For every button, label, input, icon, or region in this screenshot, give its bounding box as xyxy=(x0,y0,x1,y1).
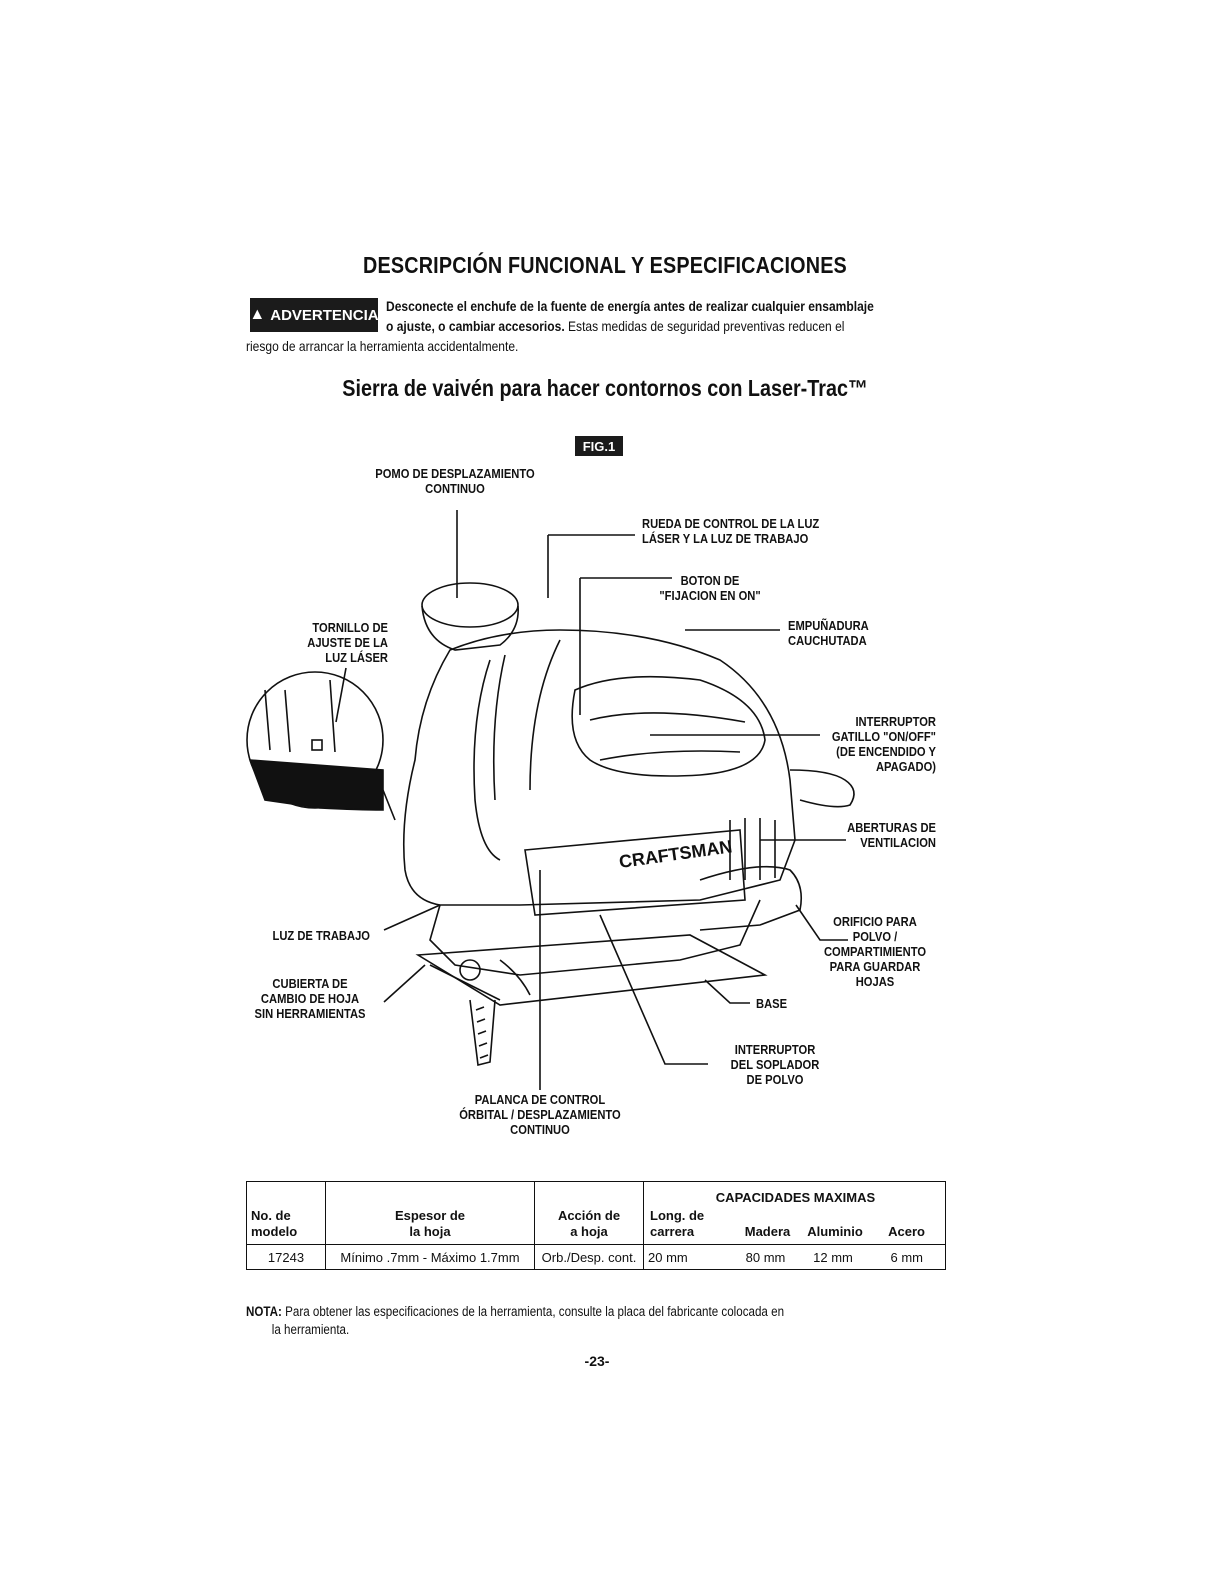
header-steel: Acero xyxy=(888,1224,925,1239)
warning-text-line1: Desconecte el enchufe de la fuente de en… xyxy=(386,298,874,314)
table-row: 17243 Mínimo .7mm - Máximo 1.7mm Orb./De… xyxy=(246,1244,946,1270)
warning-badge-label: ADVERTENCIA xyxy=(270,306,379,324)
label-luz-trabajo: LUZ DE TRABAJO xyxy=(272,928,370,943)
note-line2: la herramienta. xyxy=(271,1322,350,1337)
blade xyxy=(469,999,496,1066)
cell-capacities: 20 mm 80 mm 12 mm 6 mm xyxy=(643,1244,946,1270)
leader-tornillo xyxy=(335,667,347,723)
brand-text: CRAFTSMAN xyxy=(618,836,734,872)
cell-action: Orb./Desp. cont. xyxy=(534,1244,644,1270)
warning-text-line2: o ajuste, o cambiar accesorios. Estas me… xyxy=(386,318,844,334)
note-line1: Para obtener las especificaciones de la … xyxy=(281,1304,785,1319)
cell-thickness: Mínimo .7mm - Máximo 1.7mm xyxy=(325,1244,535,1270)
warning-text-bold: o ajuste, o cambiar accesorios. xyxy=(386,318,565,334)
cell-model: 17243 xyxy=(246,1244,326,1270)
warning-triangle-icon: ▲ xyxy=(249,306,266,323)
page-title: DESCRIPCIÓN FUNCIONAL Y ESPECIFICACIONES xyxy=(363,252,847,278)
knob-shape xyxy=(421,582,519,628)
leader-boton xyxy=(579,577,672,715)
cell-wood: 80 mm xyxy=(745,1249,786,1265)
base-plate xyxy=(415,934,768,1006)
warning-text-line3: riesgo de arrancar la herramienta accide… xyxy=(246,338,519,354)
leader-luz xyxy=(383,904,441,931)
cell-aluminum: 12 mm xyxy=(813,1249,853,1265)
body-shape xyxy=(402,629,796,906)
warning-text-rest: Estas medidas de seguridad preventivas r… xyxy=(564,318,845,334)
leader-soplador xyxy=(599,914,708,1065)
header-aluminum: Aluminio xyxy=(807,1224,863,1239)
figure-label: FIG.1 xyxy=(575,436,623,456)
handle-opening xyxy=(571,675,766,777)
leader-base xyxy=(704,979,750,1004)
jigsaw-drawing xyxy=(246,510,855,1090)
leader-cubierta xyxy=(383,964,426,1003)
section-subtitle: Sierra de vaivén para hacer contornos co… xyxy=(342,375,868,401)
label-boton: BOTON DE"FIJACION EN ON" xyxy=(659,573,761,603)
cell-steel: 6 mm xyxy=(890,1249,924,1265)
note-label: NOTA: xyxy=(246,1304,282,1319)
note: NOTA: Para obtener las especificaciones … xyxy=(246,1303,784,1339)
leader-orificio xyxy=(795,904,848,941)
cell-stroke: 20 mm xyxy=(648,1249,688,1265)
label-base: BASE xyxy=(756,996,788,1011)
nameplate xyxy=(524,829,746,916)
header-wood: Madera xyxy=(744,1224,791,1239)
page-number: -23- xyxy=(584,1353,610,1369)
capacities-title: CAPACIDADES MAXIMAS xyxy=(715,1190,876,1205)
warning-badge: ▲ ADVERTENCIA xyxy=(249,298,379,332)
leader-rueda xyxy=(547,534,635,598)
